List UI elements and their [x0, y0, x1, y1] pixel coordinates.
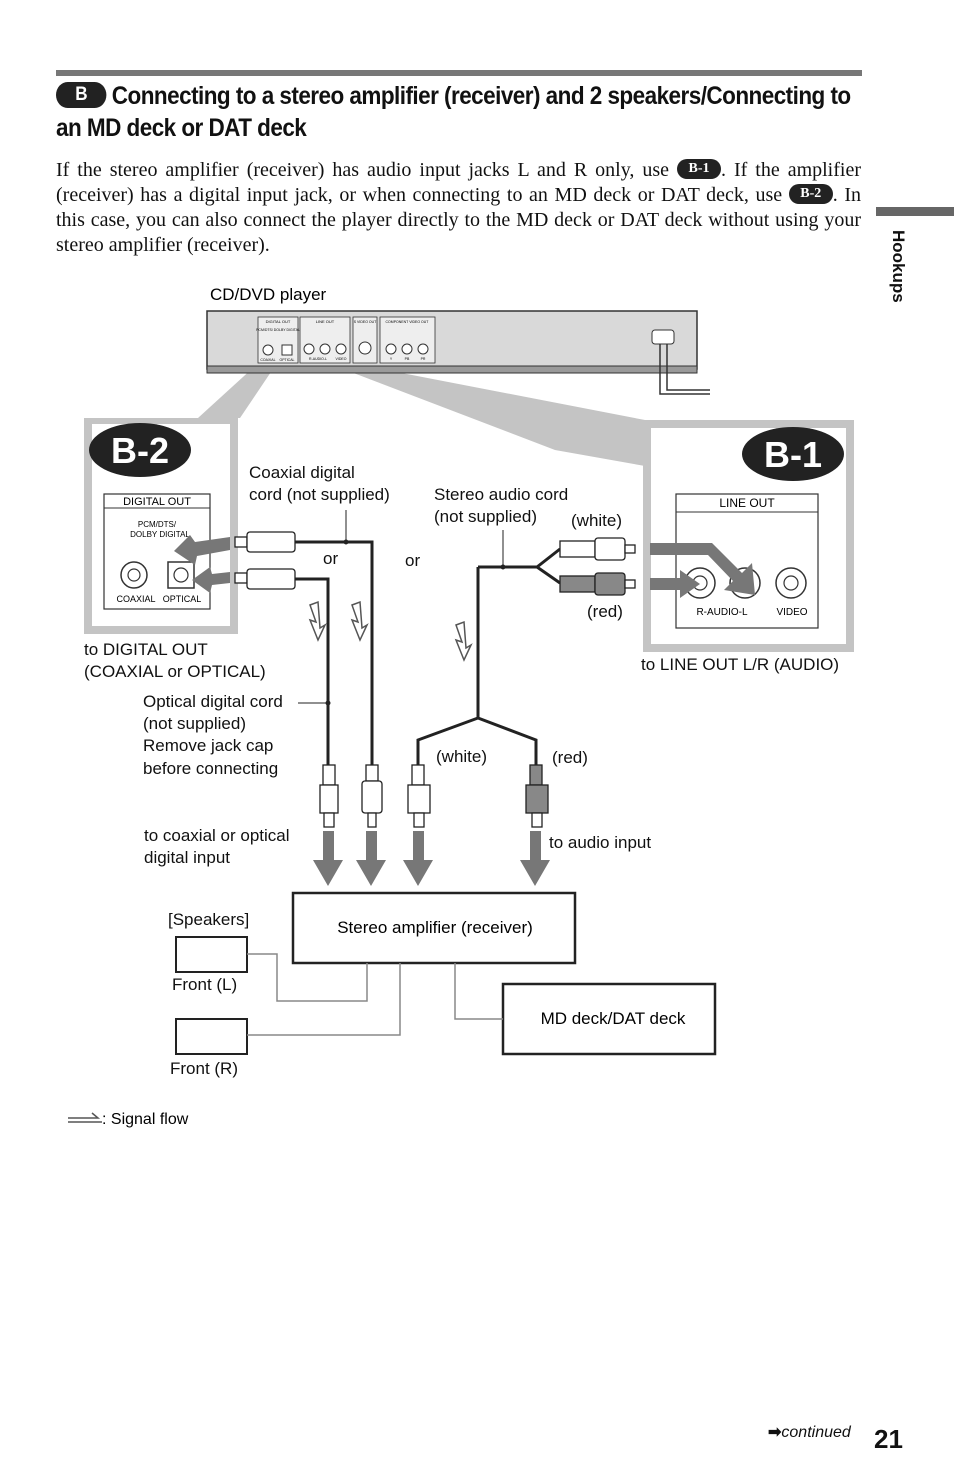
diagram-labels: Coaxial digital cord (not supplied) Ster… — [84, 463, 839, 1078]
stereo-cord-label-2: (not supplied) — [434, 507, 537, 526]
intro-text-3: . In this case, you can also connect the… — [56, 184, 861, 256]
player-svideo-text: S VIDEO OUT — [354, 320, 377, 324]
red-label-top: (red) — [587, 602, 623, 621]
player-pcm-text: PCM/DTS/ DOLBY DIGITAL — [256, 328, 300, 332]
side-tab-label: Hookups — [889, 230, 908, 303]
b1-callout: B-1 LINE OUT R-AUDIO-L VIDEO — [643, 420, 854, 652]
player-pb-text: PB — [405, 357, 410, 361]
player-video-text: VIDEO — [336, 357, 347, 361]
speaker-front-left — [175, 936, 248, 973]
signal-flow-arrow-icon — [68, 1112, 102, 1123]
signal-flow-legend: : Signal flow — [68, 1111, 189, 1128]
player-digital-out-text: DIGITAL OUT — [266, 319, 291, 324]
coax-cord-label-1: Coaxial digital — [249, 463, 355, 482]
b2-coaxial-label: COAXIAL — [116, 594, 155, 604]
md-deck-box — [501, 982, 717, 1056]
amplifier-label: Stereo amplifier (receiver) — [337, 918, 533, 937]
optical-cord-label-4: before connecting — [143, 759, 278, 778]
front-left-label: Front (L) — [172, 975, 237, 994]
stereo-cord-label-1: Stereo audio cord — [434, 485, 568, 504]
b2-pcm-line2: DOLBY DIGITAL — [130, 530, 190, 539]
or-label-2: or — [405, 551, 420, 570]
signal-arrows-bottom — [313, 831, 550, 886]
section-badge: B — [56, 82, 107, 109]
speaker-and-deck-wires — [247, 953, 503, 1036]
hollow-arrows — [308, 600, 473, 662]
b2-badge: B-2 — [111, 430, 169, 471]
player-pr-text: PR — [421, 357, 426, 361]
section-title: Connecting to a stereo amplifier (receiv… — [56, 82, 851, 142]
to-coax-optical-label-2: digital input — [144, 848, 230, 867]
coax-cord-label-2: cord (not supplied) — [249, 485, 390, 504]
intro-paragraph: If the stereo amplifier (receiver) has a… — [56, 158, 861, 258]
or-label-1: or — [323, 549, 338, 568]
red-label-bottom: (red) — [552, 748, 588, 767]
white-label-bottom: (white) — [436, 747, 487, 766]
player-label: CD/DVD player — [210, 285, 327, 304]
cd-dvd-player: DIGITAL OUT PCM/DTS/ DOLBY DIGITAL COAXI… — [206, 310, 710, 395]
md-deck-label: MD deck/DAT deck — [541, 1009, 686, 1028]
front-right-label: Front (R) — [170, 1059, 238, 1078]
b1-zoom-connector — [330, 364, 645, 466]
speakers-label: [Speakers] — [168, 910, 249, 929]
badge-b2: B-2 — [788, 184, 833, 205]
continued-label: continued — [781, 1424, 851, 1441]
b2-digital-out-label: DIGITAL OUT — [123, 496, 191, 508]
player-component-text: COMPONENT VIDEO OUT — [386, 320, 430, 324]
intro-text-2: . If the amplifier (receiver) has a digi… — [56, 159, 861, 206]
signal-arrows-top — [174, 535, 755, 598]
badge-b1: B-1 — [677, 159, 722, 180]
heading-rule — [56, 70, 862, 76]
b1-line-out-label: LINE OUT — [719, 496, 775, 510]
to-audio-input-label: to audio input — [549, 833, 651, 852]
b2-optical-label: OPTICAL — [163, 594, 202, 604]
cables — [295, 540, 561, 767]
optical-cord-label-1: Optical digital cord — [143, 692, 283, 711]
optical-cord-label-3: Remove jack cap — [143, 736, 273, 755]
to-coax-optical-label-1: to coaxial or optical — [144, 826, 290, 845]
player-line-out-text: LINE OUT — [316, 319, 335, 324]
b1-video-label: VIDEO — [776, 607, 807, 618]
bottom-plugs — [319, 764, 549, 828]
to-digital-out-label-2: (COAXIAL or OPTICAL) — [84, 662, 266, 681]
player-optical-text: OPTICAL — [280, 358, 295, 362]
speaker-front-right — [175, 1018, 248, 1055]
intro-text-1: If the stereo amplifier (receiver) has a… — [56, 159, 670, 181]
b2-zoom-connector — [198, 366, 275, 418]
b1-raudiol-label: R-AUDIO-L — [696, 607, 748, 618]
audio-plugs-top — [559, 537, 636, 596]
player-raudiol-text: R-AUDIO-L — [309, 357, 327, 361]
page-number: 21 — [874, 1424, 903, 1454]
leader-lines — [298, 510, 506, 706]
player-coaxial-text: COAXIAL — [260, 358, 275, 362]
b2-callout: B-2 DIGITAL OUT PCM/DTS/ DOLBY DIGITAL C… — [84, 418, 238, 634]
side-tab-bar — [876, 207, 954, 216]
to-digital-out-label-1: to DIGITAL OUT — [84, 640, 208, 659]
signal-flow-label: : Signal flow — [102, 1111, 189, 1128]
continued-note: ➡continued — [768, 1422, 851, 1442]
b1-badge: B-1 — [764, 434, 822, 475]
white-label-top: (white) — [571, 511, 622, 530]
digital-plugs-top — [234, 531, 296, 590]
arrow-right-icon: ➡ — [768, 1424, 782, 1441]
to-line-out-label: to LINE OUT L/R (AUDIO) — [641, 655, 839, 674]
optical-cord-label-2: (not supplied) — [143, 714, 246, 733]
b2-pcm-line1: PCM/DTS/ — [138, 520, 177, 529]
amplifier-box — [291, 891, 577, 965]
player-y-text: Y — [390, 357, 393, 361]
